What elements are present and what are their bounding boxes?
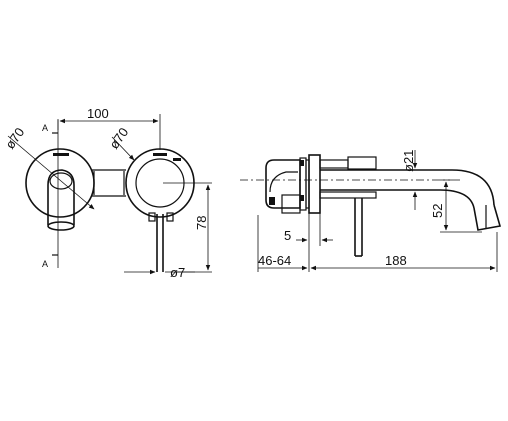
dim-width: 100 <box>87 106 109 121</box>
dim-height: 78 <box>194 216 209 230</box>
dim-spout-diameter: ø21 <box>401 150 416 172</box>
dim-spout-height: 52 <box>430 204 445 218</box>
side-view: ø21 52 5 46-64 188 <box>240 150 502 272</box>
section-label-bottom: A <box>42 259 48 269</box>
dim-plate-thickness: 5 <box>284 228 291 243</box>
wall-plate <box>308 154 321 214</box>
dim-projection: 188 <box>385 253 407 268</box>
mixer-cap <box>319 159 349 169</box>
mixer-lower-housing <box>319 191 377 199</box>
dim-wall-range: 46-64 <box>258 253 291 268</box>
dim-left-diameter: ø70 <box>2 125 27 152</box>
valve-body <box>265 157 307 214</box>
spout-rosette <box>25 148 95 231</box>
dim-handle-diameter: ø7 <box>170 265 185 280</box>
front-view: A A <box>2 106 212 280</box>
mixer-housing <box>347 156 377 170</box>
mixer-rosette <box>125 148 195 272</box>
section-label-top: A <box>42 123 48 133</box>
dim-right-diameter: ø70 <box>106 125 131 152</box>
spout <box>320 169 502 231</box>
